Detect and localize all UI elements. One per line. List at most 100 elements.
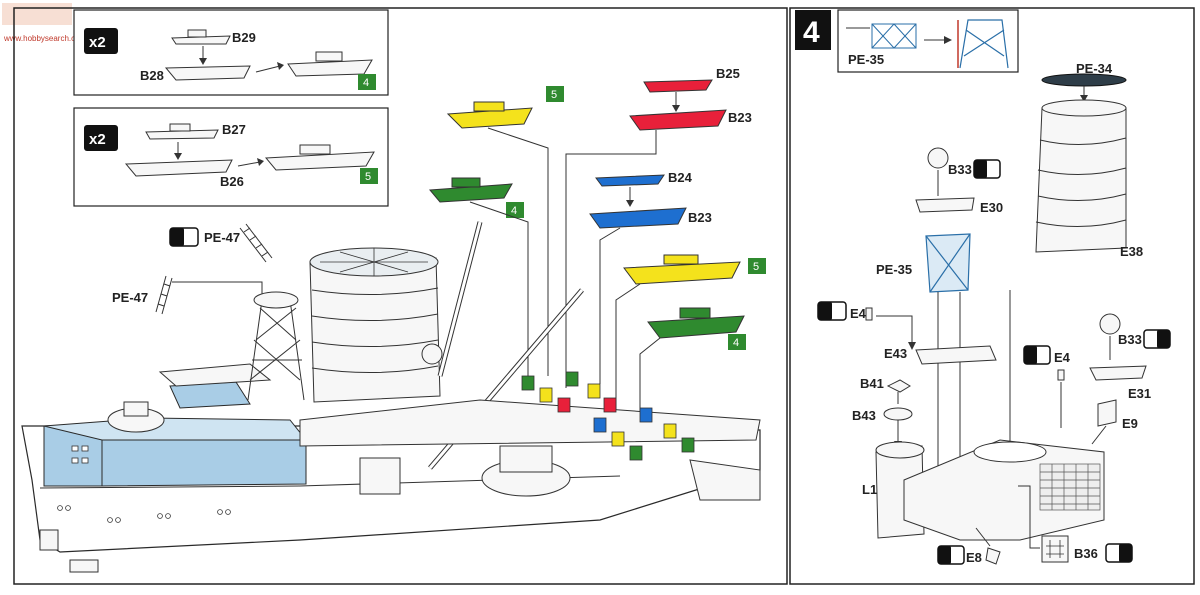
label-e43: E43 xyxy=(884,346,907,361)
leader-yellow-top xyxy=(487,127,549,376)
label-b41: B41 xyxy=(860,376,884,391)
leader-blue xyxy=(599,227,621,384)
photo-etch-icon-b33-right-half xyxy=(1157,330,1170,348)
color-badge-yellow-right-text: 5 xyxy=(753,261,759,273)
part-b27-cabin xyxy=(169,123,191,132)
e43-assembly: E4 E43 xyxy=(817,301,997,365)
base-superstructure xyxy=(875,439,1105,541)
boat-yellow-top-cabin xyxy=(473,101,505,112)
arrow-b26 xyxy=(237,161,261,167)
e8-b36-callouts: E8 B36 xyxy=(937,485,1133,565)
arrow-b28 xyxy=(255,65,281,73)
battleship-assembly xyxy=(21,221,761,573)
panel-3-frame xyxy=(13,7,788,585)
leader-b36 xyxy=(1018,485,1040,549)
color-badge-green-top-text: 4 xyxy=(511,205,517,217)
label-e31: E31 xyxy=(1128,386,1151,401)
arrowhead-b29 xyxy=(199,58,207,65)
photo-etch-icon-b33-half xyxy=(974,160,987,178)
part-e8 xyxy=(985,547,1001,565)
label-b24: B24 xyxy=(668,170,693,185)
funnel-opening xyxy=(973,441,1047,463)
subassembly-box-1: x2 B29 B28 4 xyxy=(73,9,389,96)
watermark-url: www.hobbysearch.com xyxy=(3,34,87,43)
label-b23-top: B23 xyxy=(728,110,752,125)
vent-grille xyxy=(1039,463,1101,511)
label-e9: E9 xyxy=(1122,416,1138,431)
panel-4-frame xyxy=(789,7,1195,585)
aft-turret-housing xyxy=(499,445,553,473)
label-e30: E30 xyxy=(980,200,1003,215)
crane-left-inner xyxy=(438,221,482,377)
boat-green-top-cabin xyxy=(451,177,481,188)
bridge-roof xyxy=(158,363,272,387)
arrowhead-b28 xyxy=(277,62,284,70)
pe35-inset: PE-35 xyxy=(837,9,1019,73)
part-pe35-mast xyxy=(925,233,971,293)
label-b36: B36 xyxy=(1074,546,1098,561)
part-b26 xyxy=(124,159,233,177)
part-b36 xyxy=(1041,535,1069,563)
photo-etch-icon-b36-half xyxy=(1119,544,1132,562)
boat-green-top: 4 xyxy=(428,177,524,218)
label-b33-top: B33 xyxy=(948,162,972,177)
leader-e8 xyxy=(975,527,991,547)
subassembly-box-2: x2 B27 B26 5 xyxy=(73,107,389,207)
part-e4-right xyxy=(1057,369,1065,381)
part-b36-grid xyxy=(1046,540,1064,558)
secondary-turret xyxy=(359,457,401,495)
photo-etch-icon-e8-half xyxy=(938,546,951,564)
arrowhead-e4-left xyxy=(908,342,916,350)
photo-etch-icon-e4-left-half xyxy=(818,302,832,320)
label-b27: B27 xyxy=(222,122,246,137)
boat-red-b23: B23 xyxy=(629,109,752,131)
label-e4-right: E4 xyxy=(1054,350,1071,365)
color-badge-green-right-text: 4 xyxy=(733,337,739,349)
arrowhead-b25 xyxy=(672,105,680,112)
color-badge-box-1 xyxy=(358,74,376,90)
arrowhead-b26 xyxy=(257,158,264,166)
boat-racks xyxy=(521,371,695,461)
label-e8: E8 xyxy=(966,550,982,565)
label-pe35: PE-35 xyxy=(876,262,912,277)
portholes xyxy=(57,505,231,523)
pe35-flat-part xyxy=(871,23,917,49)
part-b23-red xyxy=(629,109,727,131)
label-b43: B43 xyxy=(852,408,876,423)
multiplier-badge xyxy=(84,28,118,54)
part-b27 xyxy=(145,129,219,140)
funnel-e38-assembly: PE-34 E38 xyxy=(1009,61,1143,452)
color-badge-green-right xyxy=(728,334,746,350)
leader-yellow-right xyxy=(615,283,641,414)
label-b26: B26 xyxy=(220,174,244,189)
watermark-logo xyxy=(2,3,72,25)
boat-green-right-hull xyxy=(647,315,745,339)
hull-waterline xyxy=(39,485,301,489)
leader-green-top xyxy=(469,201,529,380)
part-e38 xyxy=(1035,107,1127,253)
step-4-number: 4 xyxy=(803,16,820,49)
multiplier-badge-2 xyxy=(84,125,118,151)
boat-green-right: 4 xyxy=(647,307,746,350)
arrowhead-b27 xyxy=(174,153,182,160)
leader-e4-left xyxy=(876,315,913,346)
boat-yellow-right-hull xyxy=(623,261,741,285)
funnel-bands xyxy=(311,287,439,374)
pe47-callout-left: PE-47 xyxy=(112,275,263,315)
bridge-block-front xyxy=(101,439,307,487)
label-b33-right: B33 xyxy=(1118,332,1142,347)
part-e38-top xyxy=(1041,99,1127,117)
part-e30 xyxy=(915,197,975,213)
part-e4-left xyxy=(865,307,873,321)
boat-blue-b24: B24 xyxy=(595,170,693,207)
part-b24 xyxy=(595,174,665,187)
boat-green-right-cabin xyxy=(679,307,711,319)
photo-etch-icon-e4-right-half xyxy=(1024,346,1037,364)
label-pe47-left: PE-47 xyxy=(112,290,148,305)
leader-pe47-left xyxy=(172,281,263,298)
label-l1: L1 xyxy=(862,482,877,497)
ladder-pe47-top xyxy=(239,223,273,263)
ladder-pe47-left xyxy=(155,275,173,315)
multiplier-text: x2 xyxy=(89,34,106,51)
